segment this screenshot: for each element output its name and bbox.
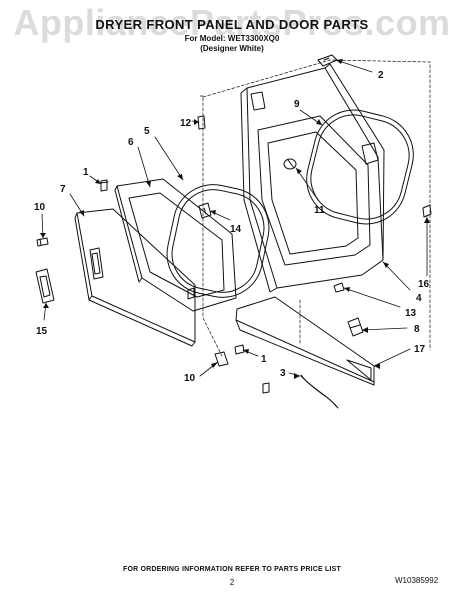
screw-part-12: [197, 115, 206, 130]
callout-3: 3: [280, 368, 286, 379]
part-9-drum-seal: [306, 109, 414, 225]
callout-1-lower: 1: [261, 354, 267, 365]
screw-part-1-lower: [234, 344, 245, 355]
variant-line: (Designer White): [200, 44, 264, 53]
part-16-bracket: [422, 204, 432, 218]
part-11-door-switch: [283, 158, 297, 170]
callout-13: 13: [405, 308, 417, 319]
callout-15: 15: [36, 326, 48, 337]
callout-11: 11: [314, 205, 325, 216]
hinge-part-10-lower: [214, 351, 229, 367]
callout-2: 2: [378, 70, 384, 81]
screw-part-13: [333, 282, 345, 293]
part-4-front-panel: [240, 63, 385, 293]
screw-part-10-bottom: [262, 382, 270, 394]
callout-17: 17: [414, 344, 426, 355]
part-17-toe-panel: [235, 296, 375, 386]
callout-5: 5: [144, 126, 150, 137]
callout-8: 8: [414, 324, 420, 335]
document-number: W10385992: [395, 576, 439, 585]
part-5-door-seal: [166, 184, 270, 298]
callout-labels: 2 9 12 5 6 1 7 11 10 14 16 4 13 15 8 17 …: [34, 70, 430, 384]
part-7-outer-door: [74, 208, 196, 347]
callout-6: 6: [128, 137, 134, 148]
callout-7: 7: [60, 184, 66, 195]
callout-10-lower: 10: [184, 373, 196, 384]
page-title: DRYER FRONT PANEL AND DOOR PARTS: [95, 17, 369, 32]
part-14-hinge: [198, 202, 212, 219]
screw-part-10-upper: [36, 237, 49, 247]
watermark: AppliancePartsPros.com: [13, 2, 451, 43]
callout-14: 14: [230, 224, 242, 235]
part-3-wire-harness: [300, 374, 339, 409]
callout-4: 4: [416, 293, 422, 304]
callout-10-upper: 10: [34, 202, 46, 213]
part-15-door-handle: [35, 268, 55, 304]
leader-arrowheads: [40, 59, 430, 379]
part-8-clip: [347, 317, 364, 337]
callout-12: 12: [180, 118, 192, 129]
callout-9: 9: [294, 99, 300, 110]
screw-part-1-upper: [99, 179, 109, 192]
part-6-inner-door-panel: [114, 178, 237, 312]
callout-16: 16: [418, 279, 430, 290]
page-number: 2: [229, 578, 235, 587]
ordering-note: FOR ORDERING INFORMATION REFER TO PARTS …: [122, 566, 342, 573]
callout-1-upper: 1: [83, 167, 89, 178]
model-line: For Model: WET3300XQ0: [184, 34, 280, 43]
